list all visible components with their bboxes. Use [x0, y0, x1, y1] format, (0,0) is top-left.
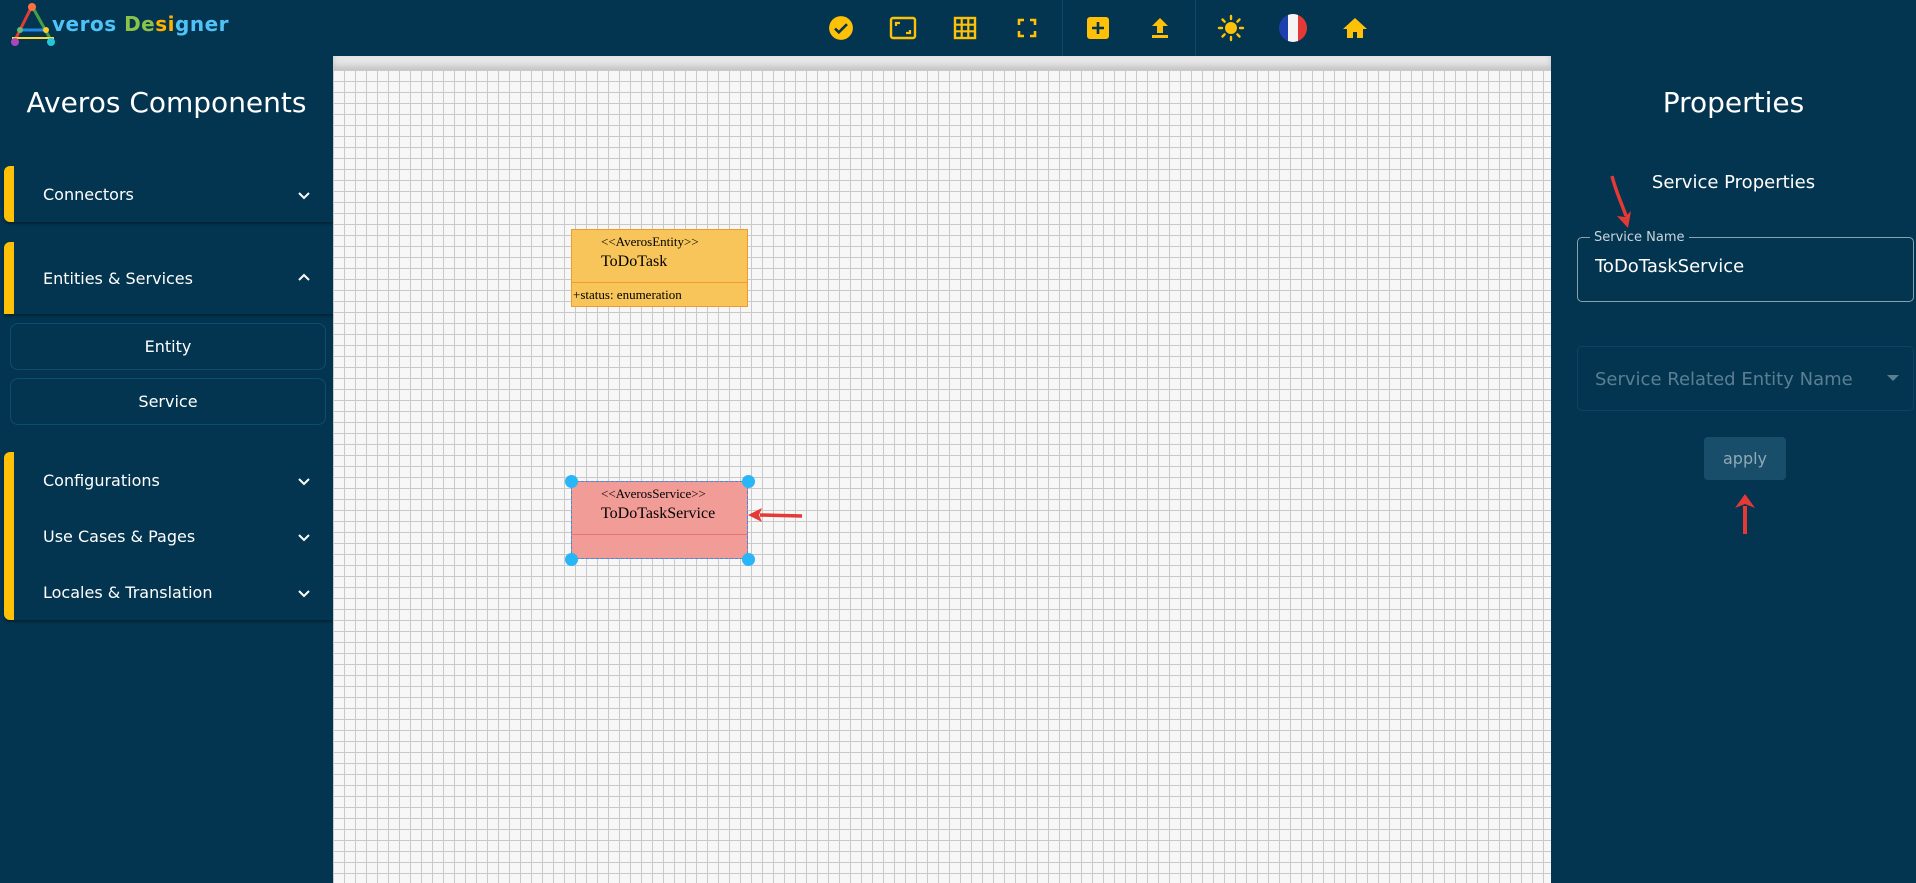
sun-icon — [1217, 14, 1245, 42]
fullscreen-icon — [1017, 18, 1037, 38]
top-bar: veros Designer — [0, 0, 1916, 56]
chevron-down-icon — [298, 192, 310, 200]
logo-a-icon — [8, 2, 58, 46]
annotation-arrow-left-icon — [748, 508, 803, 522]
diagram-canvas[interactable] — [333, 70, 1551, 883]
annotation-arrow-down-icon — [1610, 175, 1631, 228]
entity-stereotype: <<AverosEntity>> — [601, 234, 699, 249]
check-circle-icon — [829, 16, 853, 40]
properties-title: Properties — [1662, 86, 1805, 119]
home-icon — [1343, 18, 1367, 38]
apply-button[interactable]: apply — [1704, 437, 1786, 480]
upload-icon — [1152, 18, 1168, 38]
entity-name: ToDoTask — [601, 253, 668, 270]
panel-label: Use Cases & Pages — [43, 526, 196, 546]
toggle-grid-button[interactable] — [945, 8, 985, 48]
panel-label: Configurations — [43, 470, 160, 490]
app-title-part: veros — [52, 12, 117, 36]
upload-button[interactable] — [1140, 8, 1180, 48]
resize-handle-bottom-left[interactable] — [565, 553, 578, 566]
service-name-label: Service Name — [1590, 230, 1689, 245]
service-stereotype: <<AverosService>> — [601, 486, 706, 501]
properties-subtitle: Service Properties — [1651, 172, 1816, 193]
panel-configurations[interactable]: Configurations — [4, 452, 333, 508]
app-title-part: gner — [175, 12, 229, 36]
service-component-button[interactable]: Service — [10, 378, 326, 425]
toolbar-divider — [1195, 0, 1196, 56]
related-entity-select[interactable]: Service Related Entity Name — [1577, 346, 1914, 411]
fullscreen-button[interactable] — [1007, 8, 1047, 48]
add-box-icon — [1087, 17, 1109, 39]
resize-handle-top-left[interactable] — [565, 475, 578, 488]
language-button[interactable] — [1273, 8, 1313, 48]
service-name-input[interactable] — [1595, 256, 1895, 277]
toolbar-divider — [1062, 0, 1063, 56]
entity-divider — [572, 282, 747, 283]
service-divider — [572, 534, 747, 535]
entity-attribute: +status: enumeration — [573, 287, 682, 302]
service-name-field[interactable]: Service Name — [1577, 230, 1914, 302]
resize-handle-bottom-right[interactable] — [742, 553, 755, 566]
home-button[interactable] — [1335, 8, 1375, 48]
caret-down-icon — [1887, 375, 1899, 381]
theme-toggle-button[interactable] — [1211, 8, 1251, 48]
panel-use-cases-pages[interactable]: Use Cases & Pages — [4, 508, 333, 564]
chevron-down-icon — [298, 478, 310, 486]
related-entity-placeholder: Service Related Entity Name — [1595, 369, 1853, 390]
service-name: ToDoTaskService — [601, 505, 716, 522]
panel-locales-translation[interactable]: Locales & Translation — [4, 564, 333, 620]
panel-label: Entities & Services — [43, 268, 193, 288]
components-sidebar: Averos Components Connectors Entities & … — [0, 56, 333, 883]
entity-component-button[interactable]: Entity — [10, 323, 326, 370]
canvas-top-edge — [333, 56, 1551, 70]
properties-panel: Properties Service Properties Service Na… — [1551, 56, 1916, 883]
chevron-down-icon — [298, 590, 310, 598]
chevron-down-icon — [298, 534, 310, 542]
app-logo[interactable]: veros Designer — [8, 2, 229, 46]
app-title-part: si — [155, 12, 176, 36]
add-component-button[interactable] — [1078, 8, 1118, 48]
panel-label: Connectors — [43, 184, 134, 204]
grid-icon — [953, 16, 977, 40]
fit-screen-button[interactable] — [883, 8, 923, 48]
french-flag-icon — [1279, 14, 1307, 42]
fit-screen-icon — [889, 16, 917, 40]
panel-entities-services[interactable]: Entities & Services — [4, 242, 333, 314]
validate-button[interactable] — [821, 8, 861, 48]
panel-connectors[interactable]: Connectors — [4, 166, 333, 222]
service-node[interactable]: <<AverosService>> ToDoTaskService — [571, 481, 748, 559]
app-title-part: De — [116, 12, 156, 36]
selection-outline — [571, 481, 748, 559]
annotation-arrow-up-icon — [1735, 494, 1755, 534]
entity-node[interactable]: <<AverosEntity>> ToDoTask +status: enume… — [571, 229, 748, 307]
resize-handle-top-right[interactable] — [742, 475, 755, 488]
panel-label: Locales & Translation — [43, 582, 213, 602]
chevron-up-icon — [298, 273, 310, 281]
sidebar-title: Averos Components — [26, 86, 307, 119]
main-toolbar — [810, 0, 1386, 56]
app-title: veros Designer — [52, 12, 229, 36]
